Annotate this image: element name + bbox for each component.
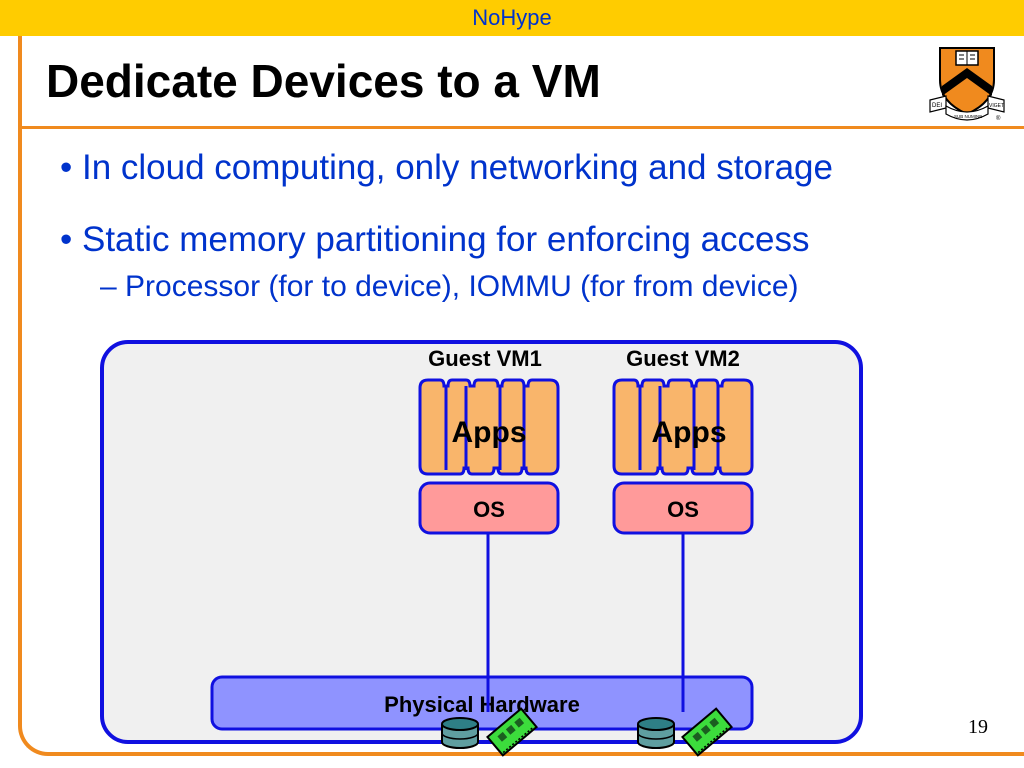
vm1-apps-block: Apps xyxy=(418,378,560,476)
physical-hardware-block xyxy=(210,675,754,731)
title-divider xyxy=(18,126,1024,129)
bullet-networking-storage: • In cloud computing, only networking an… xyxy=(60,148,833,187)
header-bar: NoHype xyxy=(0,0,1024,36)
vm2-storage-disk-icon xyxy=(637,717,675,749)
logo-motto-left: DEI xyxy=(932,103,942,109)
vm2-label: Guest VM2 xyxy=(626,346,740,371)
logo-registered-mark: ® xyxy=(996,115,1001,122)
slide-frame xyxy=(18,36,1024,756)
vm1-os-label: OS xyxy=(473,497,505,522)
bullet-memory-partitioning: • Static memory partitioning for enforci… xyxy=(60,220,810,259)
vm1-label: Guest VM1 xyxy=(428,346,542,371)
physical-hardware-label: Physical Hardware xyxy=(384,692,580,717)
logo-motto-middle: SUB NUMINE xyxy=(954,114,982,119)
logo-motto-right: VIGET xyxy=(989,103,1004,109)
sub-bullet-processor-iommu: – Processor (for to device), IOMMU (for … xyxy=(100,270,799,303)
vm1-storage-disk-icon xyxy=(441,717,479,749)
vm1-network-card-icon xyxy=(486,707,538,757)
vm2-apps-label: Apps xyxy=(652,416,727,449)
slide-title: Dedicate Devices to a VM xyxy=(46,55,601,107)
vm2-network-card-icon xyxy=(681,707,733,757)
princeton-shield-logo: DEI SUB NUMINE VIGET ® xyxy=(929,47,1005,122)
vm2-apps-block: Apps xyxy=(612,378,754,476)
vm2-os-label: OS xyxy=(667,497,699,522)
vm1-apps-label: Apps xyxy=(452,416,527,449)
page-number: 19 xyxy=(968,716,988,738)
section-title: NoHype xyxy=(472,5,552,30)
